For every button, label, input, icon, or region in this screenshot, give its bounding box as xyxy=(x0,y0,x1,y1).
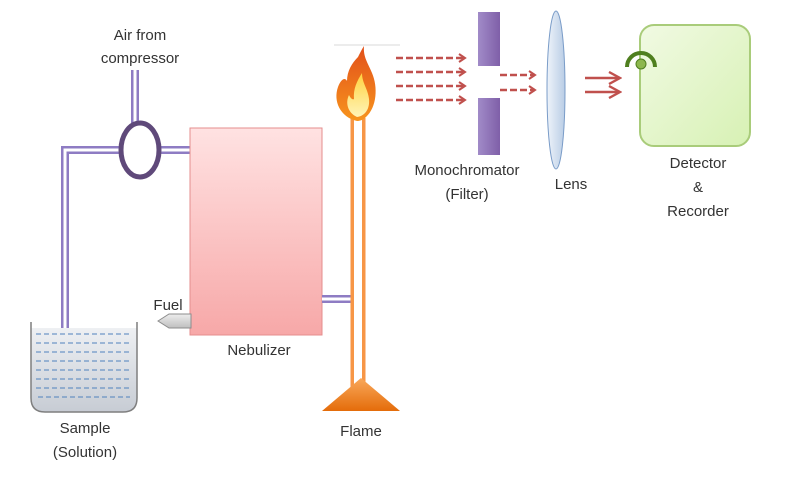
detector-box xyxy=(639,24,751,147)
nebulizer-label: Nebulizer xyxy=(227,342,290,359)
fuel-label: Fuel xyxy=(153,297,182,314)
flame-label: Flame xyxy=(340,423,382,440)
detector-label-line3: Recorder xyxy=(667,203,729,220)
sample-label-line2: (Solution) xyxy=(53,444,117,461)
aspirator-ring xyxy=(118,120,162,180)
fuel-nozzle-icon xyxy=(157,313,192,329)
lens-label: Lens xyxy=(555,176,588,193)
photodetector-icon xyxy=(625,51,657,70)
filtered-rays xyxy=(500,70,537,95)
air-label-line1: Air from xyxy=(114,27,167,44)
monochromator-filter xyxy=(478,12,500,155)
air-label-line2: compressor xyxy=(101,50,179,67)
monochromator-upper-plate xyxy=(478,12,500,66)
focused-rays xyxy=(585,78,620,92)
monochromator-label-line1: Monochromator xyxy=(414,162,519,179)
monochromator-label-line2: (Filter) xyxy=(445,186,488,203)
emitted-rays xyxy=(396,53,467,105)
detector-label-line1: Detector xyxy=(670,155,727,172)
detector-label-line2: & xyxy=(693,179,703,196)
sample-uptake-pipe xyxy=(61,146,121,342)
lens xyxy=(546,10,566,170)
burner-base xyxy=(322,378,400,411)
flame-icon xyxy=(336,46,376,121)
sample-label-line1: Sample xyxy=(60,420,111,437)
beaker-outline xyxy=(30,322,138,413)
sample-beaker xyxy=(30,322,138,413)
monochromator-lower-plate xyxy=(478,98,500,155)
liquid-lines xyxy=(36,333,132,398)
nebulizer-chamber xyxy=(189,127,323,336)
